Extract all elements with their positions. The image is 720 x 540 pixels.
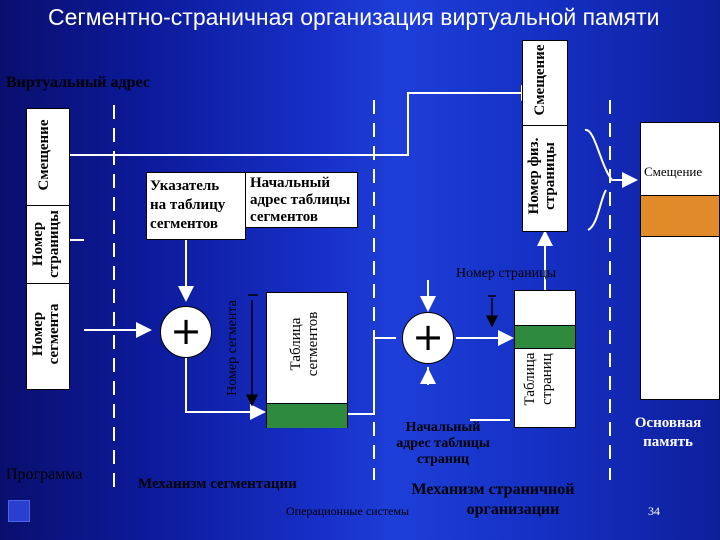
paging-line-2: организации [466,501,560,518]
memory-line-2: память [643,434,693,450]
pt-addr-line-2: адрес таблицы [396,436,490,451]
segment-table-entry [267,403,347,428]
pointer-line-3: сегментов [150,216,219,232]
main-memory: Смещение [640,122,720,400]
decor-square [8,500,30,522]
paging-mechanism-label: Механизм страничной организации [398,480,588,520]
physical-address-box [522,40,568,232]
physical-address-to-memory [584,129,638,188]
page-table-label: Таблица страниц [522,352,555,406]
footer-course: Операционные системы [286,504,410,518]
pt-addr-line-1: Начальный [405,420,481,435]
pointer-line-1: Указатель [150,178,220,194]
seg-addr-line-3: сегментов [250,209,319,225]
segment-table-label: Таблица сегментов [288,311,321,377]
adder-segmentation: + [160,306,212,358]
va-page-field: Номер страницы [30,210,62,278]
physical-offset-field: Смещение [532,44,548,116]
segment-table [266,292,348,428]
memory-line-1: Основная [634,415,702,431]
footer-page-number: 34 [648,504,660,518]
segment-table-address-box: Начальный адрес таблицы сегментов [246,172,358,228]
adder-paging: + [402,312,454,364]
paging-line-1: Механизм страничной [411,481,575,498]
virtual-address-box [26,108,70,390]
seg-addr-line-1: Начальный [250,175,331,191]
page-table-entry [515,325,575,349]
offset-connector [63,85,537,156]
seg-addr-line-2: адрес таблицы [250,192,351,208]
pointer-line-2: на таблицу [150,197,226,213]
segmentation-mechanism-label: Механизм сегментации [138,476,297,492]
page-number-label: Номер страницы [456,266,557,281]
va-offset-field: Смещение [36,119,52,191]
virtual-address-label: Виртуальный адрес [6,74,150,91]
mechanism-separators [113,100,611,490]
memory-offset-label: Смещение [644,164,703,179]
page-title: Сегментно-страничная организация виртуал… [48,4,660,30]
segment-pointer-box: Указатель на таблицу сегментов [146,172,246,240]
page-table [514,290,576,428]
segment-number-label: Номер сегмента [225,300,240,396]
page-table-address: Начальный адрес таблицы страниц [378,420,508,468]
physical-page-field: Номер физ. страницы [526,137,558,215]
main-memory-label: Основная память [618,414,718,452]
va-segment-field: Номер сегмента [30,303,62,365]
pt-addr-line-3: страниц [416,452,470,467]
program-label: Программа [6,466,83,483]
memory-frame [641,195,719,237]
